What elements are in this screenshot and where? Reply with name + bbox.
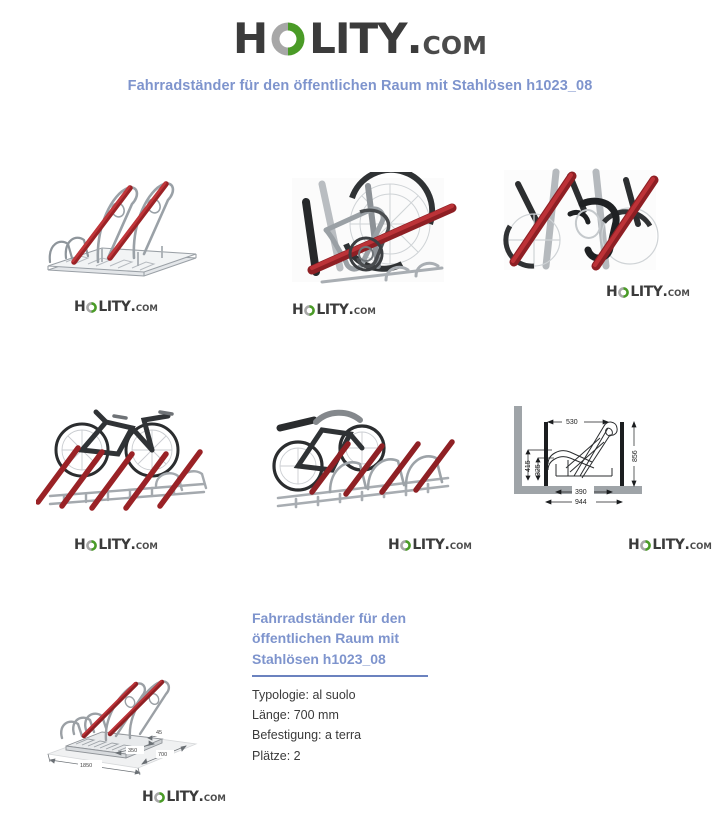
watermark-logo: H LITY . COM [606, 285, 690, 299]
watermark-tld: COM [203, 793, 226, 804]
watermark-letters-lity: LITY [652, 537, 685, 553]
product-photo-bikes-parked[interactable] [36, 402, 216, 518]
gallery-cell-4[interactable]: H LITY . COM [0, 390, 240, 585]
dim-530: 530 [566, 419, 578, 426]
watermark-dot: . [444, 537, 450, 553]
watermark-tld: COM [135, 541, 158, 552]
watermark-logo: H LITY . COM [388, 538, 472, 552]
logo-letters-lity: LITY [309, 14, 407, 63]
gallery-row-1: H LITY . COM [0, 150, 720, 345]
o-ring-icon [399, 539, 412, 552]
dim-390: 390 [575, 489, 587, 496]
watermark-letters-lity: LITY [98, 537, 131, 553]
dim-350: 350 [128, 748, 137, 754]
gallery-cell-3[interactable]: H LITY . COM [480, 150, 720, 345]
gallery-cell-1[interactable]: H LITY . COM [0, 150, 240, 345]
watermark-logo: H LITY . COM [74, 538, 158, 552]
watermark-dot: . [130, 299, 136, 315]
spec-typologie: Typologie: al suolo [252, 687, 356, 702]
gallery-cell-6[interactable]: 530 856 415 [480, 390, 720, 585]
watermark-logo: H LITY . COM [74, 300, 158, 314]
watermark-dot: . [662, 284, 668, 300]
o-ring-icon [303, 304, 316, 317]
technical-drawing-isometric[interactable]: 1850 350 45 700 [30, 672, 225, 787]
watermark-tld: COM [353, 306, 376, 317]
watermark-logo: H LITY . COM [142, 790, 226, 804]
o-ring-icon [639, 539, 652, 552]
spec-plaetze: Plätze: 2 [252, 748, 301, 763]
dim-45: 45 [156, 730, 162, 736]
gallery-cell-2[interactable]: H LITY . COM [240, 150, 480, 345]
product-info-panel: Fahrradständer für den öffentlichen Raum… [252, 608, 442, 766]
dim-856: 856 [632, 450, 639, 462]
o-ring-icon [153, 791, 166, 804]
technical-drawing-side-view[interactable]: 530 856 415 [508, 402, 668, 510]
watermark-letter-h: H [388, 537, 400, 553]
dim-1850: 1850 [80, 763, 92, 769]
watermark-letters-lity: LITY [630, 284, 663, 300]
watermark-dot: . [198, 789, 204, 805]
watermark-tld: COM [667, 288, 690, 299]
product-photo-rack-empty[interactable] [36, 166, 211, 284]
spec-laenge: Länge: 700 mm [252, 708, 339, 723]
watermark-letter-h: H [606, 284, 618, 300]
watermark-dot: . [348, 302, 354, 318]
watermark-dot: . [684, 537, 690, 553]
product-photo-lock-detail[interactable] [282, 172, 457, 290]
o-ring-icon [85, 539, 98, 552]
watermark-tld: COM [449, 541, 472, 552]
dim-944: 944 [575, 499, 587, 506]
brand-logo[interactable]: H LITY . COM [233, 18, 487, 60]
dim-415: 415 [525, 460, 532, 472]
gallery-row-2: H LITY . COM [0, 390, 720, 585]
watermark-logo: H LITY . COM [292, 303, 376, 317]
gallery-cell-5[interactable]: H LITY . COM [240, 390, 480, 585]
logo-tld-com: COM [422, 31, 488, 60]
product-gallery: H LITY . COM [0, 150, 720, 585]
watermark-letter-h: H [292, 302, 304, 318]
watermark-tld: COM [689, 541, 712, 552]
logo-dot: . [406, 14, 423, 63]
product-info-title: Fahrradständer für den öffentlichen Raum… [252, 610, 407, 667]
dim-325: 325 [535, 464, 542, 476]
watermark-letter-h: H [628, 537, 640, 553]
watermark-dot: . [130, 537, 136, 553]
o-ring-icon [268, 19, 308, 59]
page-title: Fahrradständer für den öffentlichen Raum… [127, 78, 593, 94]
watermark-letters-lity: LITY [98, 299, 131, 315]
dim-700: 700 [158, 752, 167, 758]
watermark-tld: COM [135, 303, 158, 314]
divider [252, 674, 428, 677]
watermark-letter-h: H [142, 789, 154, 805]
product-photo-rack-side[interactable] [270, 404, 455, 516]
page-header: H LITY . COM Fahrradständer für den öffe… [0, 0, 720, 95]
product-photo-lock-closeup[interactable] [500, 166, 660, 274]
watermark-letters-lity: LITY [316, 302, 349, 318]
watermark-logo: H LITY . COM [628, 538, 712, 552]
watermark-letter-h: H [74, 537, 86, 553]
watermark-letter-h: H [74, 299, 86, 315]
o-ring-icon [617, 286, 630, 299]
watermark-letters-lity: LITY [166, 789, 199, 805]
watermark-letters-lity: LITY [412, 537, 445, 553]
logo-letter-h: H [232, 14, 268, 63]
spec-befestigung: Befestigung: a terra [252, 728, 362, 743]
o-ring-icon [85, 301, 98, 314]
